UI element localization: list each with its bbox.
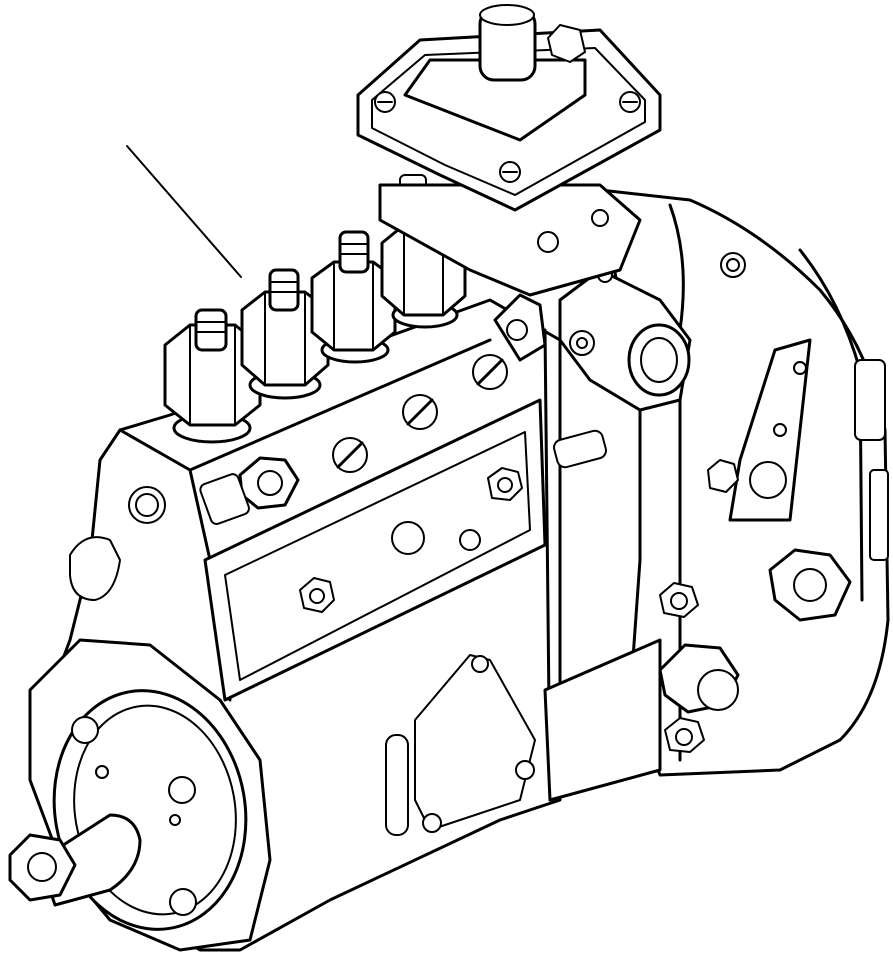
cover-screw-bottom (499, 161, 521, 183)
cover-screw-left (374, 91, 396, 113)
bolt-right-upper (659, 582, 699, 618)
screw-1 (332, 437, 368, 473)
governor-lever (707, 338, 812, 522)
hex-bolts (199, 456, 852, 753)
lever-eye (558, 267, 692, 412)
drive-shaft (8, 813, 142, 907)
side-cover-plate (203, 398, 547, 702)
lower-cover-plate (543, 638, 662, 802)
bolt-right-mid (658, 643, 740, 714)
boost-compensator (356, 4, 662, 297)
bolt-cover-right (487, 467, 523, 501)
slotted-screws (332, 354, 508, 473)
delivery-valve-holder-1 (163, 308, 262, 444)
callout-leader-line (126, 145, 242, 278)
bolt-top-left (199, 456, 300, 525)
bolt-right-lower (664, 717, 705, 753)
delivery-valve-holder-3 (310, 230, 397, 364)
fuel-inlet-fitting (493, 293, 607, 469)
bolt-cover-left (299, 577, 335, 613)
mounting-lugs (69, 486, 166, 601)
screw-2 (402, 394, 438, 430)
link-bracket (385, 654, 536, 836)
screw-3 (472, 354, 508, 390)
delivery-valve-holder-2 (240, 268, 330, 400)
cover-screw-right (619, 91, 641, 113)
bolt-right-large (768, 548, 852, 622)
